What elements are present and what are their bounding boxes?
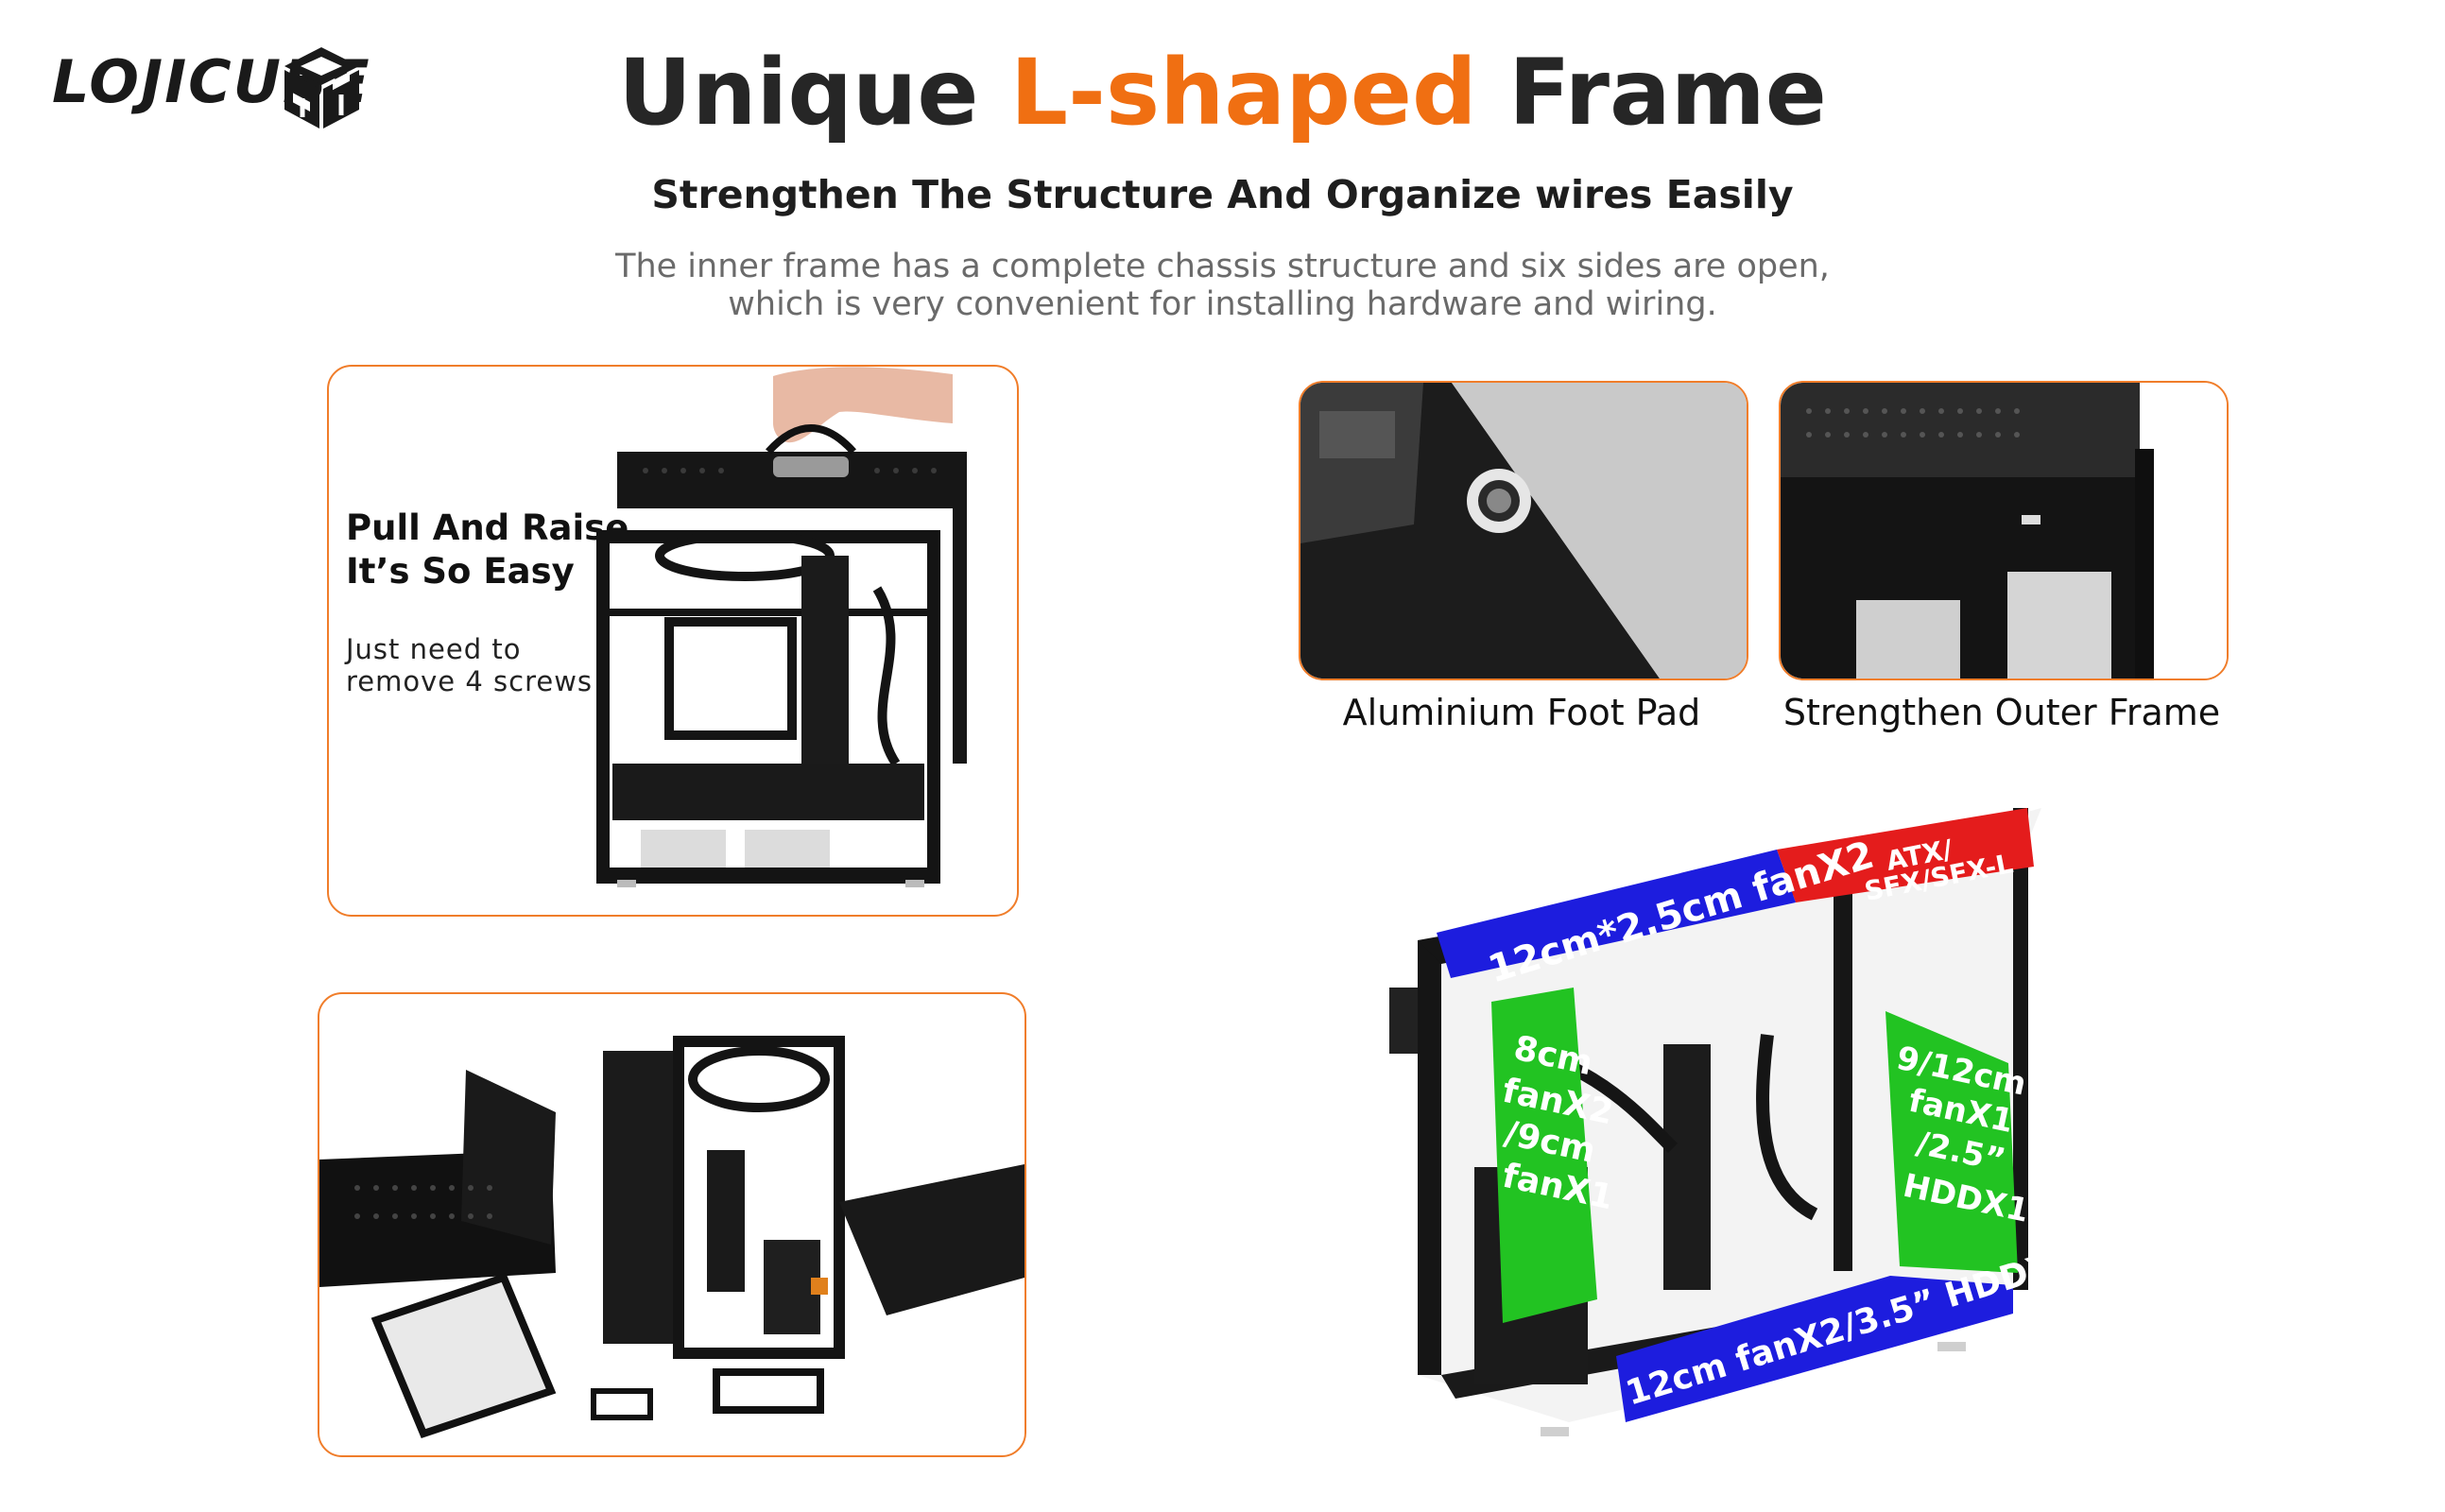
foot-pad-panel <box>1299 381 1748 680</box>
pull-raise-note-line-1: Just need to <box>346 633 522 665</box>
mounting-diagram: ATX/ SFX/SFX-L 12cm*2.5cm fanX2 8cm fanX… <box>1389 808 2041 1436</box>
pull-raise-note-line-2: remove 4 screws <box>346 665 594 697</box>
pull-raise-heading-line-1: Pull And Raise <box>346 507 629 548</box>
outer-frame-panel <box>1779 381 2229 680</box>
side-fan-zone <box>1491 988 1597 1323</box>
page-description: The inner frame has a complete chassis s… <box>0 248 2445 323</box>
outer-frame-caption: Strengthen Outer Frame <box>1782 692 2221 733</box>
title-before: Unique <box>618 40 1010 146</box>
front-fan-zone <box>1885 1011 2018 1273</box>
description-line-1: The inner frame has a complete chassis s… <box>615 248 1830 285</box>
cube-logo-icon <box>284 47 359 129</box>
exploded-view-panel <box>318 992 1026 1457</box>
foot-pad-caption: Aluminium Foot Pad <box>1342 692 1701 733</box>
page-title: Unique L-shaped Frame <box>0 36 2445 149</box>
pull-raise-note: Just need to remove 4 screws <box>346 633 593 697</box>
outer-frame-photo <box>1781 383 2227 679</box>
psu-zone <box>1777 808 2034 902</box>
description-line-2: which is very convenient for installing … <box>728 285 1717 323</box>
bottom-fan-zone <box>1616 1276 2013 1422</box>
pull-raise-heading: Pull And Raise It’s So Easy <box>346 507 628 593</box>
pull-raise-heading-line-2: It’s So Easy <box>346 551 575 592</box>
case-lift-illustration <box>596 367 967 887</box>
page-subtitle: Strengthen The Structure And Organize wi… <box>651 172 1794 217</box>
pull-raise-panel: Pull And Raise It’s So Easy Just need to… <box>327 365 1019 917</box>
exploded-case-illustration <box>319 1036 1024 1438</box>
top-fan-zone <box>1437 850 1796 978</box>
brand-logo: LOJICUBE <box>52 45 370 130</box>
foot-pad-photo <box>1300 383 1747 679</box>
title-accent: L-shaped <box>1009 40 1477 146</box>
title-after: Frame <box>1476 40 1827 146</box>
